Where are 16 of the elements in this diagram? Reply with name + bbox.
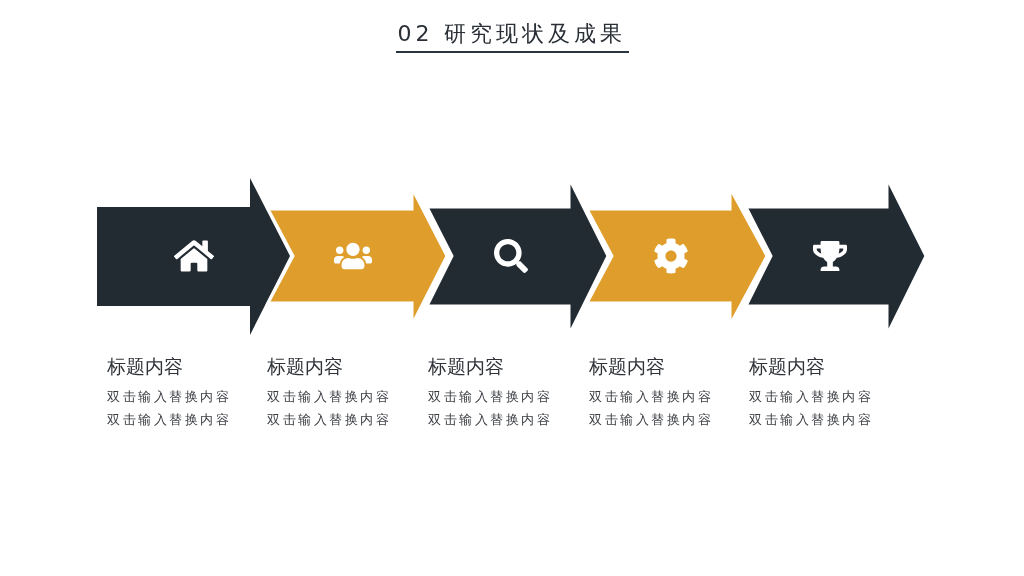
item-heading: 标题内容	[589, 354, 665, 379]
item-description: 双击输入替换内容	[589, 388, 713, 406]
item-description: 双击输入替换内容	[107, 411, 231, 429]
item-description: 双击输入替换内容	[107, 388, 231, 406]
item-description: 双击输入替换内容	[428, 411, 552, 429]
item-heading: 标题内容	[107, 354, 183, 379]
item-description: 双击输入替换内容	[428, 388, 552, 406]
item-description: 双击输入替换内容	[267, 388, 391, 406]
item-description: 双击输入替换内容	[749, 411, 873, 429]
item-heading: 标题内容	[428, 354, 504, 379]
item-description: 双击输入替换内容	[589, 411, 713, 429]
item-heading: 标题内容	[267, 354, 343, 379]
item-heading: 标题内容	[749, 354, 825, 379]
title: 02 研究现状及成果	[395, 20, 629, 53]
item-description: 双击输入替换内容	[749, 388, 873, 406]
item-description: 双击输入替换内容	[267, 411, 391, 429]
